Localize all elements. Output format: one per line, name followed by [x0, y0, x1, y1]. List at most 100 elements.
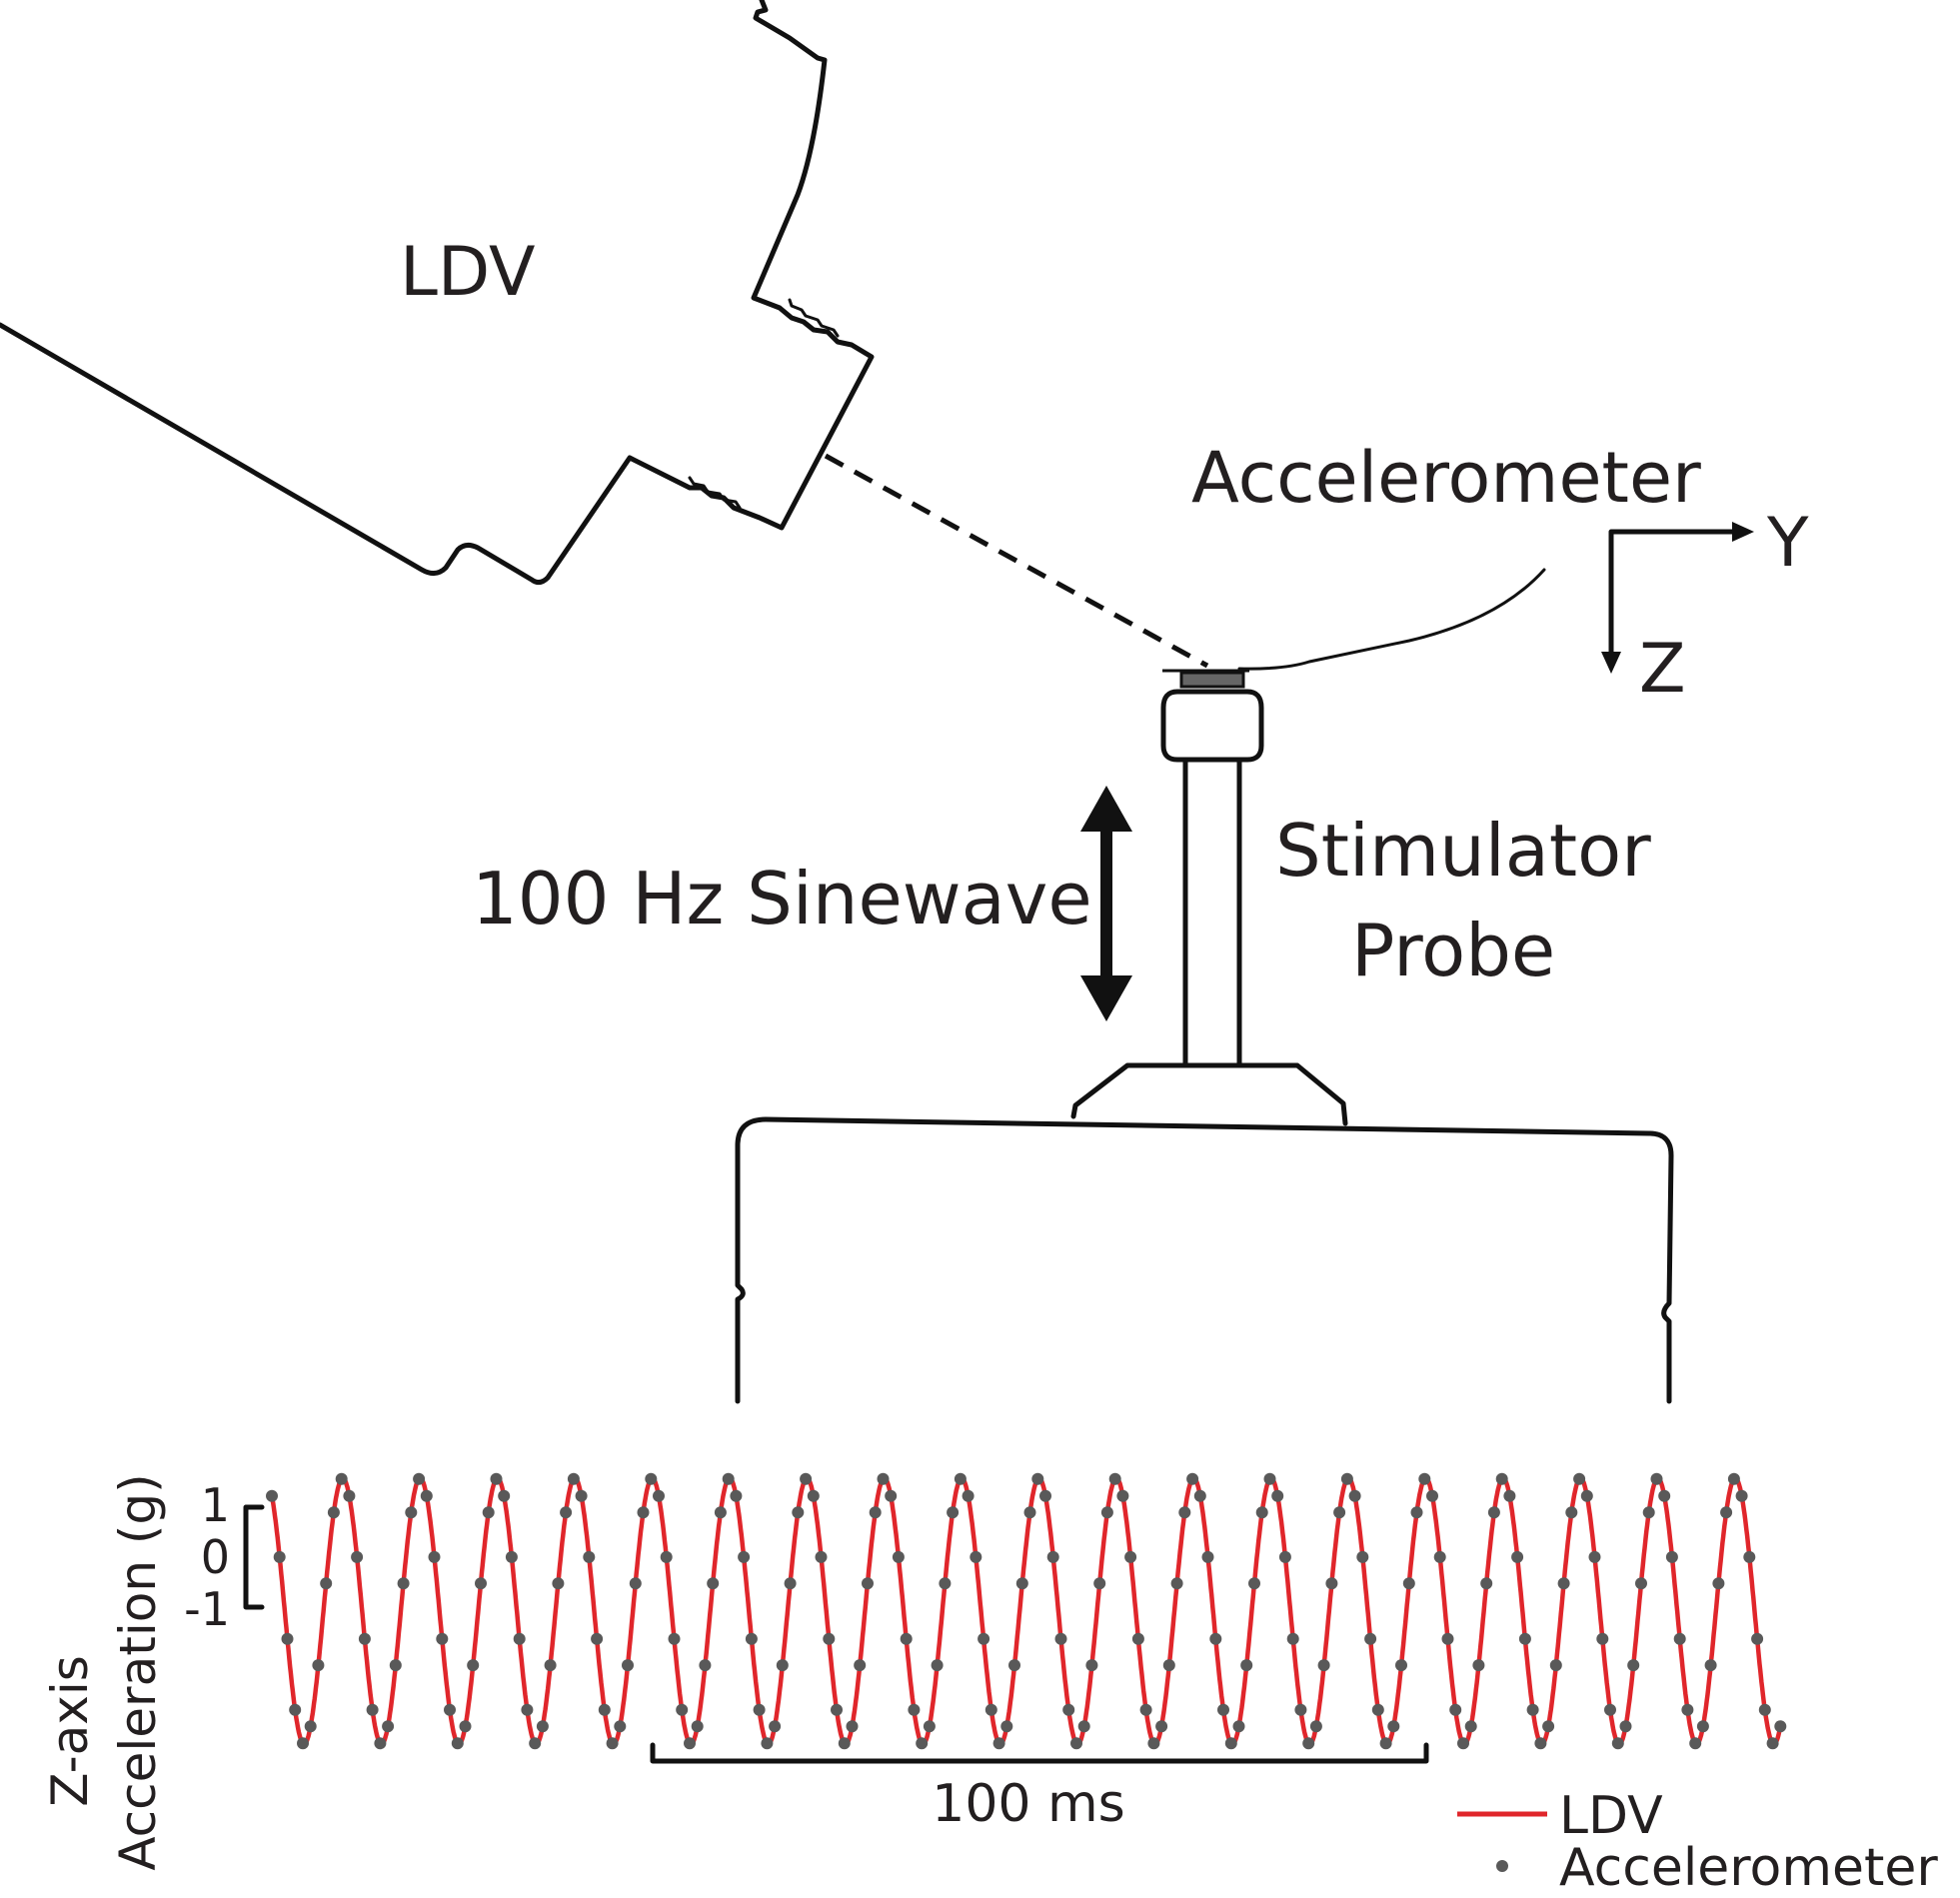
accelerometer-point [1139, 1703, 1152, 1716]
probe-mount [1070, 1062, 1348, 1126]
accelerometer-point [1077, 1720, 1090, 1733]
accelerometer-point [885, 1489, 898, 1502]
time-scale-bar [650, 1742, 1429, 1764]
accelerometer-point [1441, 1632, 1454, 1645]
accelerometer-point [1503, 1489, 1516, 1502]
accelerometer-point [1511, 1550, 1524, 1563]
accelerometer-point [722, 1472, 735, 1485]
accelerometer-point [1178, 1506, 1191, 1519]
accelerometer-point [1526, 1703, 1539, 1716]
accelerometer-point [962, 1489, 975, 1502]
accelerometer-point [335, 1472, 348, 1485]
accelerometer-point [1472, 1659, 1485, 1672]
accelerometer-point [807, 1489, 820, 1502]
accelerometer-point [892, 1550, 905, 1563]
accelerometer-point [1402, 1577, 1415, 1590]
accelerometer-point [1658, 1489, 1671, 1502]
legend-accelerometer-swatch [1496, 1860, 1508, 1872]
accelerometer-point [1573, 1472, 1586, 1485]
accelerometer-point [467, 1659, 480, 1672]
laser-beam [824, 453, 1209, 669]
accelerometer-point [1155, 1720, 1168, 1733]
accelerometer-point [1170, 1577, 1183, 1590]
accelerometer-point [1131, 1632, 1144, 1645]
accelerometer-point [1093, 1577, 1106, 1590]
accelerometer-point [1224, 1737, 1237, 1750]
ldv-ridge-marks-lower [688, 476, 742, 510]
accelerometer-point [428, 1550, 441, 1563]
chart-ylabel-line1: Z-axis [41, 1655, 99, 1807]
ytick-1: 1 [201, 1478, 230, 1532]
accelerometer-point [1031, 1472, 1044, 1485]
accelerometer-point [1418, 1472, 1431, 1485]
accelerometer-point [1580, 1489, 1593, 1502]
accelerometer-point [1557, 1577, 1570, 1590]
accelerometer-point [1627, 1659, 1640, 1672]
accelerometer-cable [1237, 568, 1546, 671]
accelerometer-point [1186, 1472, 1199, 1485]
accelerometer-point [1673, 1632, 1686, 1645]
accelerometer-point [389, 1659, 402, 1672]
accelerometer-point [1665, 1550, 1678, 1563]
accelerometer-point [691, 1720, 704, 1733]
accelerometer-point [738, 1550, 751, 1563]
accelerometer-point [366, 1703, 379, 1716]
accelerometer-point [707, 1577, 720, 1590]
motion-arrow-up-head [1080, 786, 1132, 832]
accelerometer-point [1387, 1720, 1400, 1733]
ldv-label: LDV [400, 233, 536, 312]
accelerometer-point [1689, 1737, 1702, 1750]
accelerometer-point [1487, 1506, 1500, 1519]
accelerometer-point [800, 1472, 813, 1485]
accelerometer-point [769, 1720, 782, 1733]
accelerometer-point [1108, 1472, 1121, 1485]
accelerometer-point [660, 1550, 673, 1563]
accelerometer-point [1209, 1632, 1222, 1645]
accelerometer-point [653, 1489, 665, 1502]
accelerometer-point [1619, 1720, 1632, 1733]
chart-plot-area [266, 1472, 1787, 1750]
accelerometer-point [1008, 1659, 1020, 1672]
legend-ldv-label: LDV [1559, 1786, 1663, 1846]
accelerometer-point [792, 1506, 805, 1519]
accelerometer-point [908, 1703, 921, 1716]
accelerometer-point [444, 1703, 456, 1716]
accelerometer-point [436, 1632, 449, 1645]
accelerometer-point [831, 1703, 843, 1716]
accelerometer-point [1039, 1489, 1051, 1502]
accelerometer-point [1309, 1720, 1322, 1733]
accelerometer-point [1743, 1550, 1756, 1563]
accelerometer-point [753, 1703, 766, 1716]
accelerometer-point [1542, 1720, 1555, 1733]
accelerometer-point [1356, 1550, 1369, 1563]
accelerometer-point [1015, 1577, 1028, 1590]
accelerometer-point [1751, 1632, 1764, 1645]
accelerometer-point [1712, 1577, 1725, 1590]
y-axis-scale-bracket [243, 1504, 265, 1610]
ytick-neg1: -1 [184, 1582, 230, 1636]
accelerometer-point [699, 1659, 712, 1672]
accelerometer-sensor [1179, 671, 1245, 689]
accelerometer-point [676, 1703, 689, 1716]
accelerometer-point [668, 1632, 681, 1645]
accelerometer-point [978, 1632, 990, 1645]
accelerometer-point [536, 1720, 549, 1733]
accelerometer-point [606, 1737, 619, 1750]
accelerometer-point [1364, 1632, 1377, 1645]
accelerometer-point [645, 1472, 658, 1485]
accelerometer-point [714, 1506, 727, 1519]
accelerometer-point [637, 1506, 650, 1519]
accelerometer-point [1248, 1577, 1260, 1590]
accelerometer-point [1433, 1550, 1446, 1563]
accelerometer-point [838, 1737, 851, 1750]
accelerometer-point [1410, 1506, 1423, 1519]
ldv-trace [269, 1475, 1783, 1747]
accelerometer-point [575, 1489, 588, 1502]
accelerometer-point [521, 1703, 534, 1716]
accelerometer-point [931, 1659, 944, 1672]
accelerometer-point [273, 1550, 286, 1563]
accelerometer-point [1379, 1737, 1392, 1750]
accelerometer-point [529, 1737, 542, 1750]
accelerometer-point [567, 1472, 580, 1485]
